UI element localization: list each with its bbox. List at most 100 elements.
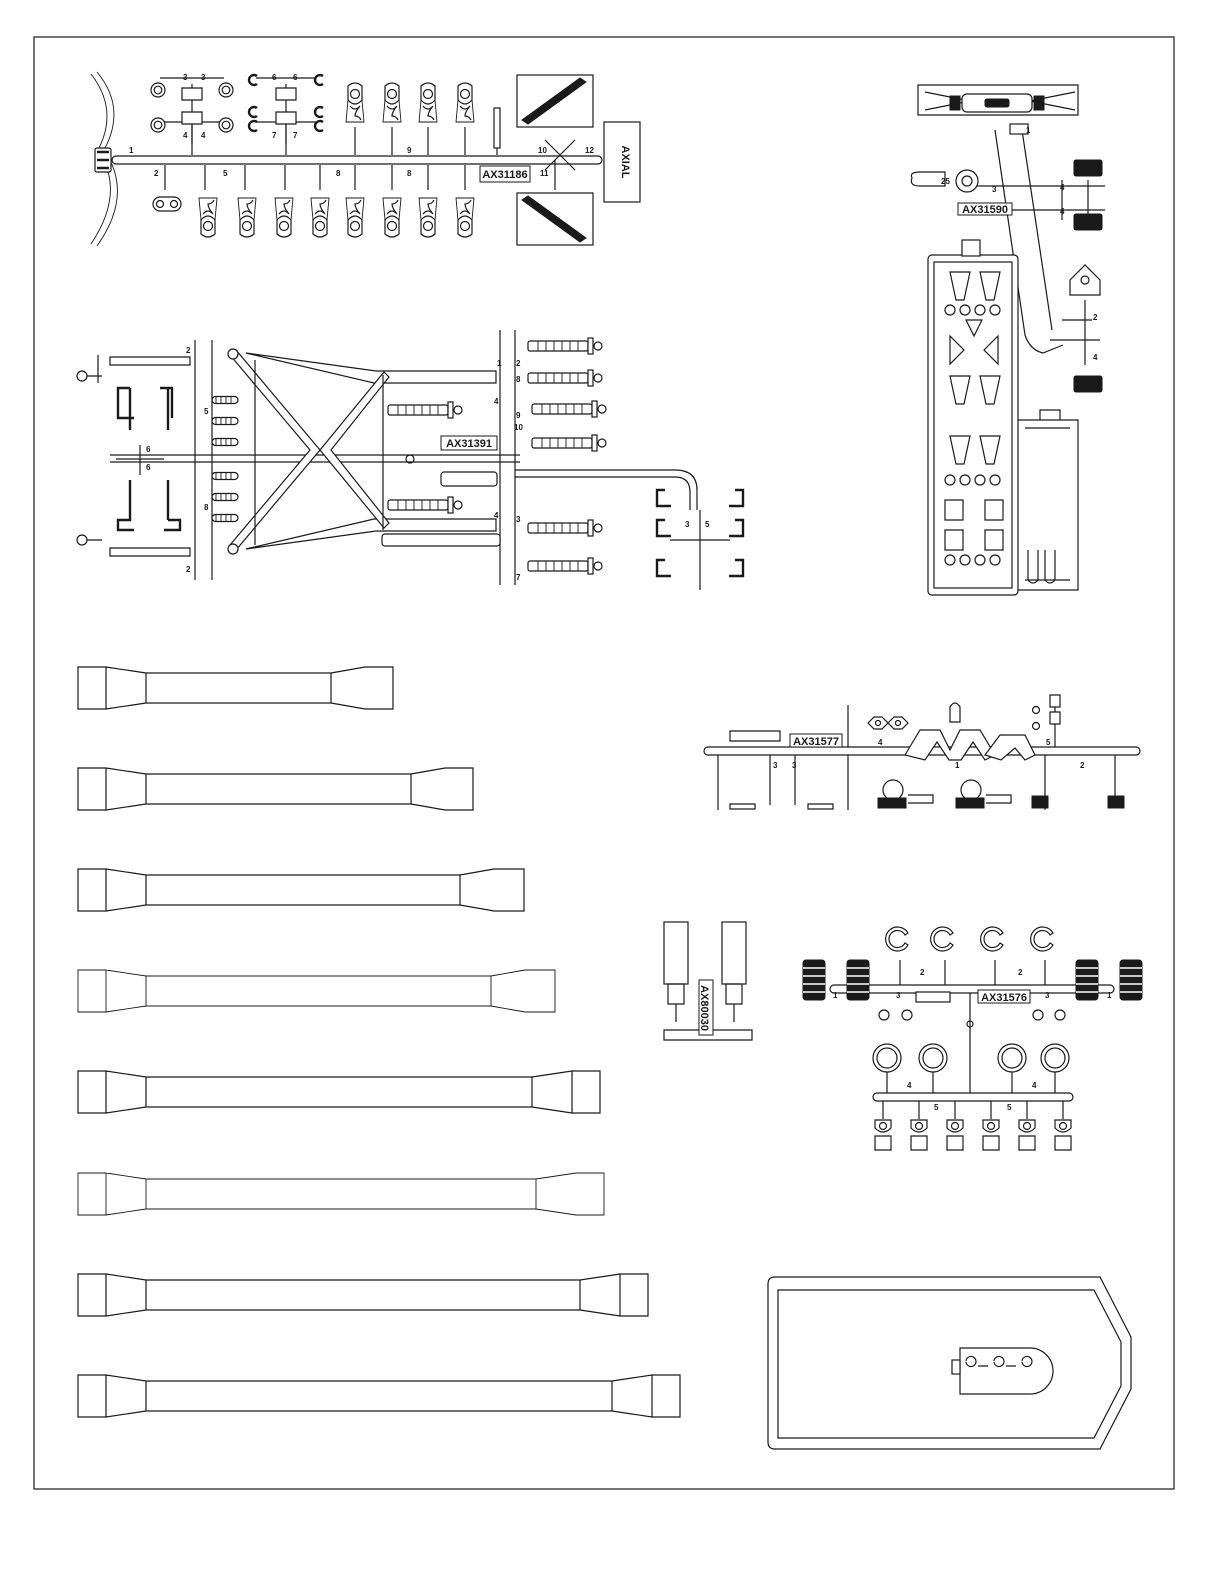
svg-text:3: 3: [992, 185, 997, 194]
svg-text:10: 10: [538, 146, 547, 155]
rod-end: [199, 198, 217, 237]
sprue-tag-ax31577: AX31577: [793, 736, 839, 748]
shock-shaft: [388, 497, 462, 513]
link-rod: [78, 1274, 648, 1316]
hinge-pin: [212, 494, 238, 501]
rod-end: [346, 198, 364, 237]
link-rod: [78, 869, 524, 911]
servo-horn: [911, 172, 945, 186]
svg-text:3: 3: [201, 73, 206, 82]
rod-end: [275, 198, 293, 237]
knurled-nut: [1120, 960, 1142, 1000]
sprue-tag-ax31590: AX31590: [962, 204, 1008, 216]
shock-shaft: [532, 401, 606, 417]
svg-text:3: 3: [773, 761, 778, 770]
svg-text:10: 10: [514, 423, 523, 432]
svg-text:6: 6: [146, 445, 151, 454]
c-ring: [981, 927, 1003, 951]
svg-text:1: 1: [833, 991, 838, 1000]
svg-text:2: 2: [186, 565, 191, 574]
shock-shaft: [528, 520, 602, 536]
rod-end: [311, 198, 329, 237]
link-rod: [78, 1375, 680, 1417]
body-post: [722, 922, 746, 984]
svg-text:6: 6: [272, 73, 277, 82]
link-rod: [78, 1173, 604, 1215]
svg-text:5: 5: [204, 407, 209, 416]
svg-text:5: 5: [1046, 738, 1051, 747]
bushing-ring: [151, 83, 165, 97]
svg-text:11: 11: [540, 169, 549, 178]
svg-text:5: 5: [1007, 1103, 1012, 1112]
knurled-nut: [803, 960, 825, 1000]
e-clip: [315, 75, 323, 85]
sprue-ax31391: AX31391 1 2 2 2: [77, 330, 743, 590]
knurled-nut: [847, 960, 869, 1000]
e-clip: [249, 107, 257, 117]
svg-text:2: 2: [1080, 761, 1085, 770]
ball-cup: [1055, 1120, 1071, 1132]
ball-cup: [983, 1120, 999, 1132]
svg-text:6: 6: [146, 463, 151, 472]
sprue-tag-ax31576: AX31576: [981, 992, 1027, 1004]
svg-text:2: 2: [154, 169, 159, 178]
svg-text:4: 4: [1093, 353, 1098, 362]
svg-text:4: 4: [907, 1081, 912, 1090]
e-clip: [249, 121, 257, 131]
shock-ring: [873, 1044, 901, 1072]
c-ring: [886, 927, 908, 951]
svg-text:4: 4: [201, 131, 206, 140]
svg-text:8: 8: [336, 169, 341, 178]
rod-end: [456, 83, 474, 122]
svg-text:1: 1: [129, 146, 134, 155]
svg-text:2: 2: [920, 968, 925, 977]
body-post: [664, 922, 688, 984]
rod-end: [419, 198, 437, 237]
c-ring: [1031, 927, 1053, 951]
svg-text:8: 8: [407, 169, 412, 178]
sprue-tag-ax31186: AX31186: [482, 169, 527, 181]
svg-text:3: 3: [516, 515, 521, 524]
hinge-pin: [212, 439, 238, 446]
svg-text:9: 9: [407, 146, 412, 155]
shock-shaft: [532, 435, 606, 451]
svg-text:4: 4: [1032, 1081, 1037, 1090]
shock-ring: [998, 1044, 1026, 1072]
sprue-ax31590: AX31590 1 2 3 4 4 4 25: [911, 85, 1105, 595]
e-clip: [249, 75, 257, 85]
c-ring: [931, 927, 953, 951]
shock-shaft: [528, 370, 602, 386]
battery-tray: [928, 255, 1018, 595]
link-rod: [78, 768, 473, 810]
sprue-ax31577: AX31577 1 2 3 3 4 5: [704, 695, 1140, 810]
svg-text:3: 3: [183, 73, 188, 82]
svg-text:5: 5: [934, 1103, 939, 1112]
sprue-ax31186: AXIAL AX31186 1 2 3 3 4 4 5 6 6 7 7 8 8 …: [91, 72, 640, 246]
rod-end: [383, 83, 401, 122]
sprue-tag-ax31391: AX31391: [446, 438, 492, 450]
svg-text:6: 6: [293, 73, 298, 82]
svg-text:4: 4: [1060, 207, 1065, 216]
hinge-pin: [212, 397, 238, 404]
shock-shaft: [388, 402, 462, 418]
skid-plate-mount: [960, 1348, 1053, 1394]
rod-end: [346, 83, 364, 122]
svg-text:1: 1: [1026, 126, 1031, 135]
bushing-ring: [219, 83, 233, 97]
svg-text:3: 3: [896, 991, 901, 1000]
ball-cup: [1019, 1120, 1035, 1132]
shock-shaft: [528, 558, 602, 574]
svg-text:1: 1: [955, 761, 960, 770]
svg-text:9: 9: [516, 411, 521, 420]
axial-logo: AXIAL: [619, 146, 631, 179]
shock-ring: [1041, 1044, 1069, 1072]
shock-clip: [729, 560, 743, 576]
svg-text:2: 2: [1018, 968, 1023, 977]
shock-clip: [657, 520, 671, 536]
shock-clip: [729, 520, 743, 536]
sprue-ax80030: AX80030: [664, 922, 752, 1040]
svg-text:3: 3: [1045, 991, 1050, 1000]
svg-text:8: 8: [204, 503, 209, 512]
link-rod: [78, 1071, 600, 1113]
